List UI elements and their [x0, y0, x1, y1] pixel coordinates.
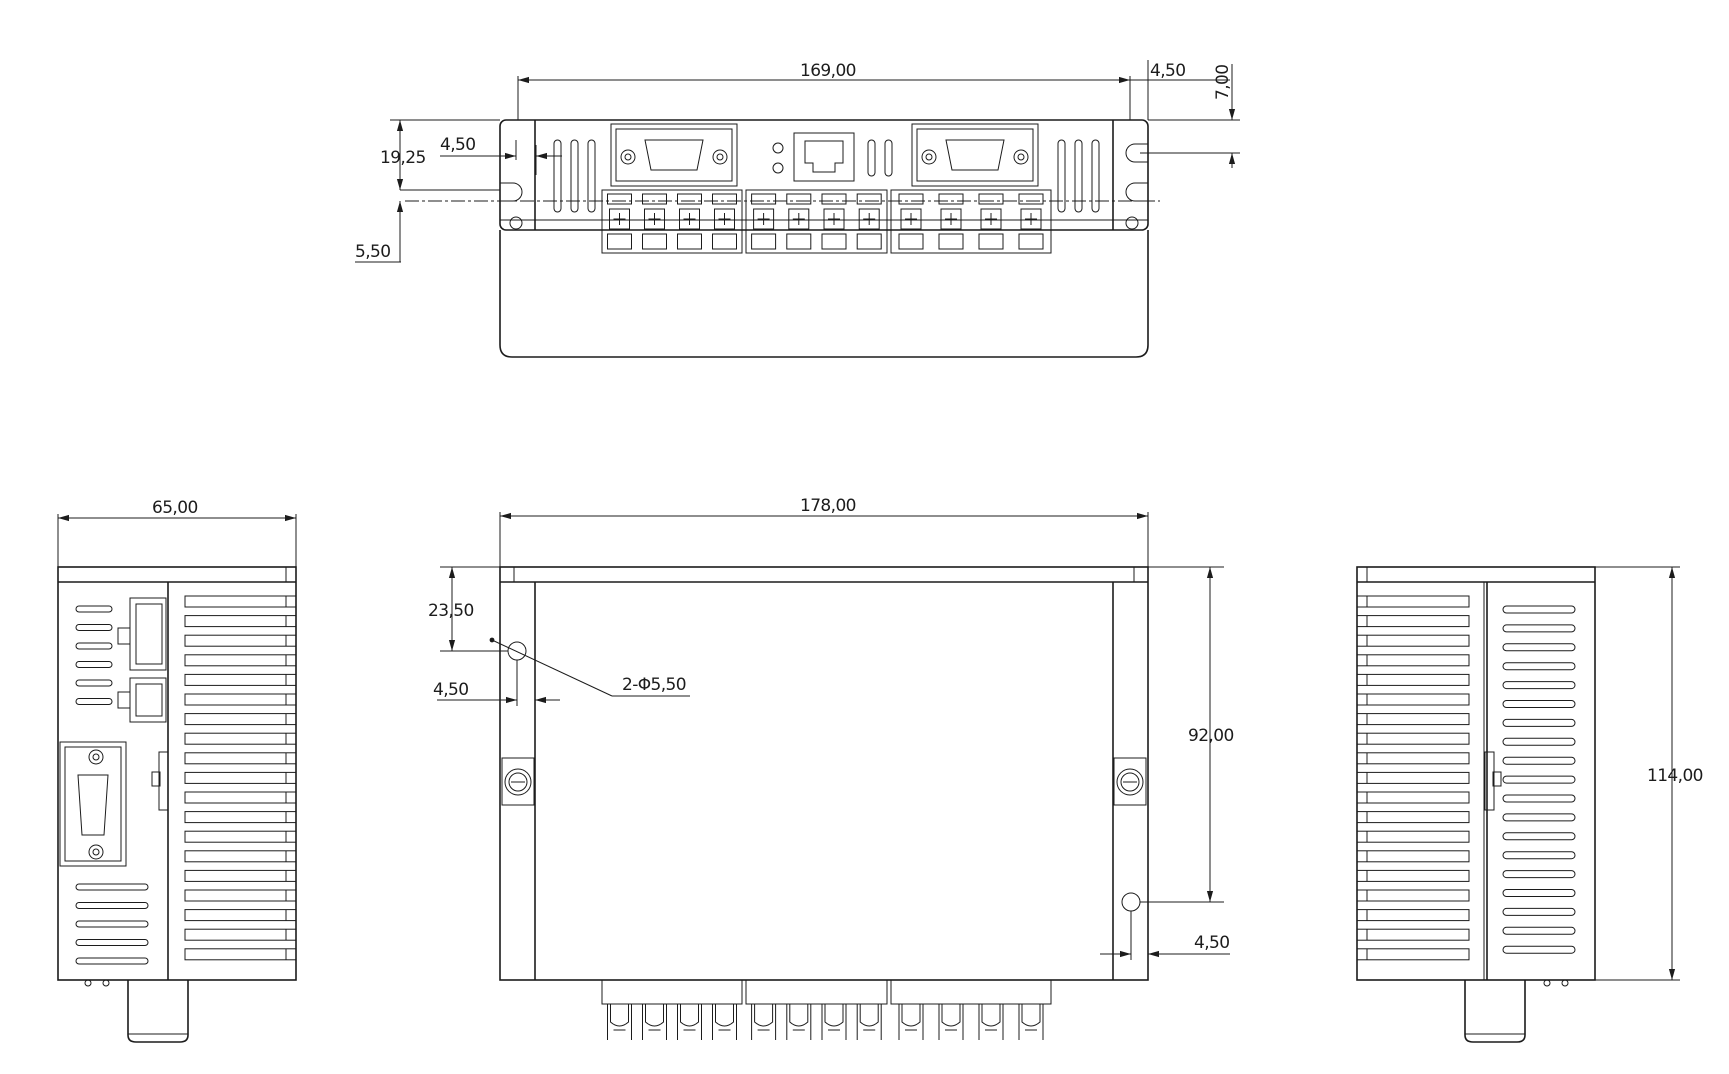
terminal-block-icon [601, 979, 1052, 1040]
dim-4-50-front-b: 4,50 [1194, 933, 1229, 953]
terminal-block-icon [601, 189, 1052, 254]
dim-92: 92,00 [1188, 726, 1234, 746]
dim-19-25: 19,25 [380, 148, 426, 168]
power-connector-icon [117, 597, 167, 723]
dim-4-50-front: 4,50 [433, 680, 468, 700]
right-view [1356, 566, 1596, 1043]
dim-178: 178,00 [800, 496, 856, 516]
dim-65: 65,00 [152, 498, 198, 518]
dim-169: 169,00 [800, 61, 856, 81]
db-connector-icon [610, 123, 738, 187]
db-connector-side-icon [59, 741, 127, 867]
front-view [499, 566, 1149, 1040]
screw-icon [1113, 757, 1147, 806]
dim-5-50: 5,50 [355, 242, 390, 262]
dim-114: 114,00 [1647, 766, 1703, 786]
hole-callout: 2-Φ5,50 [622, 675, 686, 695]
dim-4-50-top: 4,50 [1150, 61, 1185, 81]
dim-7-00: 7,00 [1213, 65, 1233, 100]
right-view-dimensions: 114,00 [1595, 566, 1703, 981]
front-view-dimensions: 178,00 23,50 4,50 2-Φ5,50 92,00 4,50 [428, 496, 1234, 960]
rj45-port-icon [793, 132, 855, 182]
screw-icon [501, 757, 535, 806]
dim-23-50: 23,50 [428, 601, 474, 621]
dim-4-50-inset: 4,50 [440, 135, 475, 155]
db-connector-icon [911, 123, 1039, 187]
top-view [405, 119, 1160, 358]
left-view [57, 566, 297, 1043]
top-view-dimensions: 169,00 4,50 7,00 19,25 4,50 5,50 [355, 60, 1240, 263]
left-view-dimensions: 65,00 [57, 498, 297, 567]
